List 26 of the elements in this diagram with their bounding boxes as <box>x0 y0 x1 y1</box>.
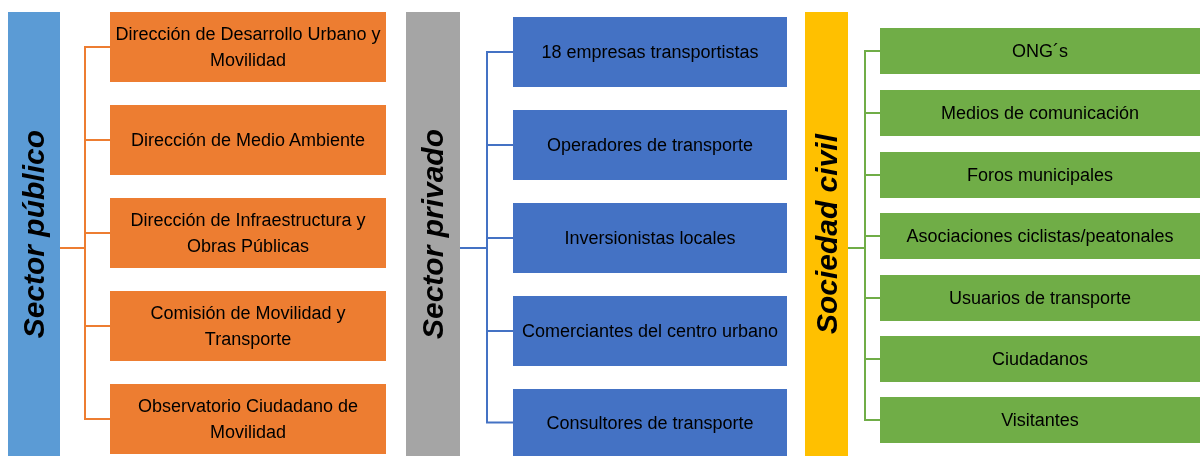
actor-box: Observatorio Ciudadano de Movilidad <box>110 384 386 454</box>
actor-box: Visitantes <box>880 397 1200 443</box>
actor-box: Dirección de Desarrollo Urbano y Movilidad <box>110 12 386 82</box>
actor-box: Consultores de transporte <box>513 389 787 456</box>
sector-bar <box>406 12 460 456</box>
connector-line <box>459 247 514 424</box>
sector-title: Sector privado <box>416 128 450 340</box>
actor-box: Dirección de Infraestructura y Obras Públicas <box>110 198 386 268</box>
connector-line <box>59 247 111 420</box>
actor-box: Inversionistas locales <box>513 203 787 273</box>
actor-box: Comisión de Movilidad y Transporte <box>110 291 386 361</box>
actor-box: Foros municipales <box>880 152 1200 198</box>
actor-box: Usuarios de transporte <box>880 275 1200 321</box>
actor-box: 18 empresas transportistas <box>513 17 787 87</box>
actor-box: Dirección de Medio Ambiente <box>110 105 386 175</box>
sector-bar <box>8 12 60 456</box>
actor-box: Medios de comunicación <box>880 90 1200 136</box>
actor-box: Operadores de transporte <box>513 110 787 180</box>
actor-box: Asociaciones ciclistas/peatonales <box>880 213 1200 259</box>
sector-title: Sector público <box>17 129 51 339</box>
actor-box: ONG´s <box>880 28 1200 74</box>
connector-line <box>847 247 881 421</box>
actor-box: Ciudadanos <box>880 336 1200 382</box>
sector-title: Sociedad civil <box>809 133 844 335</box>
sector-bar <box>805 12 848 456</box>
actor-box: Comerciantes del centro urbano <box>513 296 787 366</box>
